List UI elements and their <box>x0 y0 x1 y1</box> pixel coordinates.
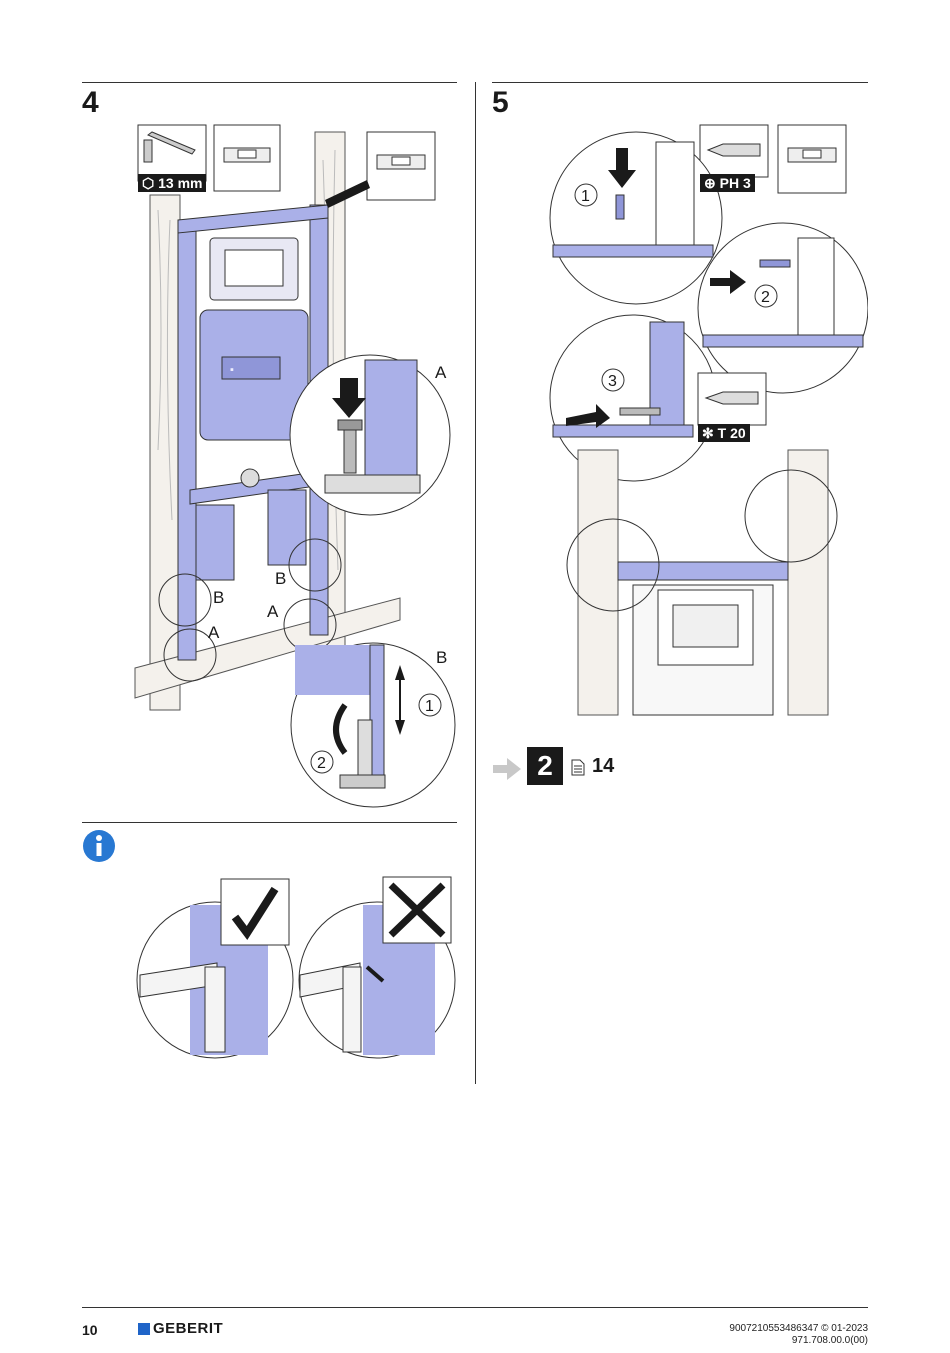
substep-1-label: 1 <box>425 698 434 715</box>
detail-circle-a <box>289 354 451 516</box>
page-number: 10 <box>82 1322 98 1338</box>
callout-circle-b-right <box>288 538 342 592</box>
detail-circle-3 <box>549 314 717 482</box>
frame-top-view <box>577 449 829 716</box>
correct-example <box>136 878 294 1059</box>
substep-1-circle-step5 <box>574 183 598 207</box>
document-page-icon <box>571 759 585 776</box>
substep-2-circle <box>310 750 334 774</box>
step4-illustration: ▪ <box>134 124 456 808</box>
installation-frame: ▪ <box>177 204 331 661</box>
spirit-level-icon-step5 <box>777 124 847 194</box>
detail-circle-1 <box>549 131 723 305</box>
phillips-icon: ⊕ <box>704 175 716 191</box>
detail-circle-2 <box>697 222 868 394</box>
svg-text:▪: ▪ <box>230 364 234 376</box>
torx-bit-badge: ✻ T 20 <box>698 424 750 442</box>
torx-bit-icon <box>697 372 767 426</box>
info-icon <box>83 830 115 862</box>
geberit-logo-text: GEBERIT <box>153 1320 224 1337</box>
substep-1-circle <box>418 693 442 717</box>
substep-2-circle-step5 <box>754 284 778 308</box>
document-code: 971.708.00.0(00) <box>791 1335 868 1346</box>
callout-b-detail: B <box>436 648 447 667</box>
spirit-level-icon-2 <box>325 131 436 208</box>
wrench-size-label: 13 mm <box>158 175 203 191</box>
substep-2-label-step5: 2 <box>761 289 770 306</box>
torx-bit-label: T 20 <box>717 425 746 441</box>
ph-bit-badge: ⊕ PH 3 <box>700 174 755 192</box>
substep-2-label: 2 <box>317 755 326 772</box>
substep-3-circle-step5 <box>601 368 625 392</box>
step-5-number: 5 <box>492 86 509 119</box>
callout-b-left: B <box>213 588 224 607</box>
reference-step-box: 2 <box>527 747 563 785</box>
footer-rule <box>82 1307 868 1308</box>
next-arrow-icon <box>493 758 521 780</box>
info-illustrations <box>136 876 456 1059</box>
ph-bit-label: PH 3 <box>719 175 751 191</box>
step5-illustration: 1 2 3 <box>549 124 868 716</box>
callout-circle-a-left <box>163 628 217 682</box>
detail-circle-b <box>290 642 456 808</box>
info-top-rule <box>82 822 457 823</box>
reference-page-number[interactable]: 14 <box>592 755 615 777</box>
detail-callout-right <box>744 469 838 563</box>
hex-nut-icon: ⬡ <box>142 175 155 191</box>
step4-top-rule <box>82 82 457 83</box>
geberit-logo-square <box>138 1323 150 1335</box>
step-4-number: 4 <box>82 86 99 119</box>
document-id: 9007210553486347 © 01-2023 <box>729 1323 868 1334</box>
callout-a-detail: A <box>435 363 447 382</box>
substep-3-label-step5: 3 <box>608 373 617 390</box>
callout-circle-b-left <box>158 573 212 627</box>
callout-a-right: A <box>267 602 279 621</box>
wrench-size-badge: ⬡ 13 mm <box>138 174 207 192</box>
callout-b-right: B <box>275 569 286 588</box>
spirit-level-icon <box>213 124 281 192</box>
callout-a-left: A <box>208 623 220 642</box>
torx-icon: ✻ <box>702 425 714 441</box>
substep-1-label-step5: 1 <box>581 188 590 205</box>
step5-top-rule <box>492 82 868 83</box>
detail-callout-left <box>566 518 660 612</box>
screwdriver-ph-icon <box>699 124 769 178</box>
column-divider <box>475 82 476 1084</box>
hex-wrench-icon <box>137 124 207 182</box>
wrong-example <box>298 876 456 1059</box>
